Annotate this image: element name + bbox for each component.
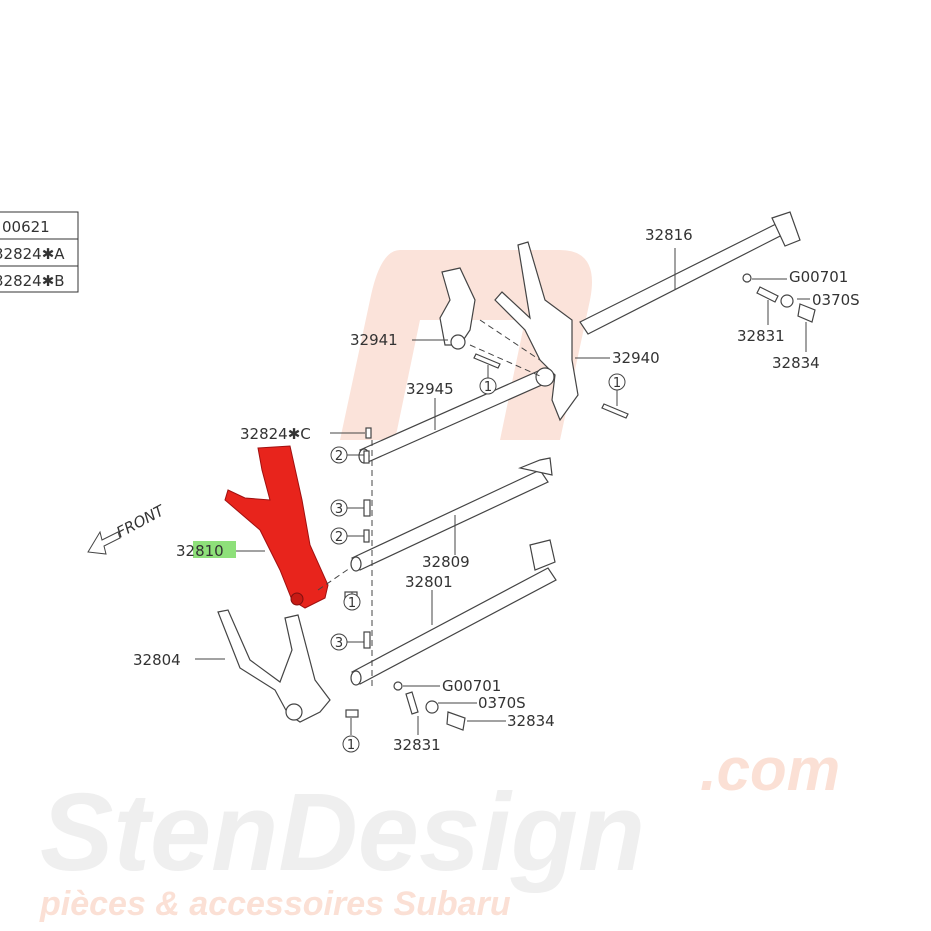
table-row: 32824✱A bbox=[0, 245, 65, 263]
part-label-32834: 32834 bbox=[772, 354, 820, 372]
part-label-0370s: 0370S bbox=[812, 291, 860, 309]
table-row: 32824✱B bbox=[0, 272, 65, 290]
part-label-32804: 32804 bbox=[133, 651, 181, 669]
shaft-32816 bbox=[579, 211, 801, 335]
shaft-32809 bbox=[350, 457, 553, 572]
part-label-g00701: G00701 bbox=[442, 677, 501, 695]
table-row: 00621 bbox=[2, 218, 50, 236]
part-label-32940: 32940 bbox=[612, 349, 660, 367]
part-label-32810: 32810 bbox=[176, 542, 224, 560]
part-label-32834: 32834 bbox=[507, 712, 555, 730]
part-label-32816: 32816 bbox=[645, 226, 693, 244]
front-label: FRONT bbox=[113, 501, 168, 542]
fork-32810-highlighted bbox=[224, 445, 329, 609]
part-label-32831: 32831 bbox=[737, 327, 785, 345]
callout-number: 1 bbox=[484, 380, 492, 395]
callouts: 1 1 2 3 2 1 3 1 bbox=[330, 373, 626, 753]
watermark-domain: .com bbox=[700, 736, 840, 803]
fork-32940 bbox=[494, 241, 579, 422]
callout-number: 1 bbox=[347, 738, 355, 753]
shaft-32801 bbox=[350, 539, 557, 686]
leader-lines bbox=[195, 248, 810, 735]
part-label-32809: 32809 bbox=[422, 553, 470, 571]
guide-line bbox=[479, 319, 541, 361]
front-indicator: FRONT bbox=[87, 501, 169, 555]
callout-number: 1 bbox=[613, 376, 621, 391]
front-arrow-icon bbox=[87, 530, 121, 555]
highlight-label-bg bbox=[193, 541, 236, 558]
part-label-32945: 32945 bbox=[406, 380, 454, 398]
watermark-brand: StenDesign bbox=[40, 771, 645, 894]
part-label-32801: 32801 bbox=[405, 573, 453, 591]
part-label-g00701: G00701 bbox=[789, 268, 848, 286]
part-label-32824c: 32824✱C bbox=[240, 425, 311, 443]
watermark-tagline: pièces & accessoires Subaru bbox=[39, 885, 511, 923]
fork-32941 bbox=[439, 267, 476, 350]
callout-number: 3 bbox=[335, 636, 343, 651]
part-label-32941: 32941 bbox=[350, 331, 398, 349]
callout-number: 3 bbox=[335, 502, 343, 517]
guide-line bbox=[469, 344, 541, 377]
callout-number: 2 bbox=[335, 449, 343, 464]
callout-number: 2 bbox=[335, 530, 343, 545]
part-label-32831: 32831 bbox=[393, 736, 441, 754]
callout-number: 1 bbox=[348, 596, 356, 611]
part-label-0370s: 0370S bbox=[478, 694, 526, 712]
guide-line bbox=[317, 567, 351, 591]
reference-table: 00621 32824✱A 32824✱B bbox=[0, 211, 79, 293]
fork-32804 bbox=[217, 609, 331, 723]
